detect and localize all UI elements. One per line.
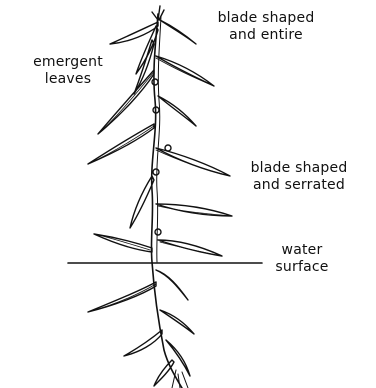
leaf	[160, 20, 196, 44]
leaf	[156, 56, 214, 86]
label-emergent-leaves: emergent leaves	[18, 54, 118, 88]
leaf	[88, 282, 156, 312]
node-bud	[152, 79, 158, 85]
leaf-tips	[152, 6, 164, 20]
label-line: blade shaped	[196, 10, 336, 27]
label-water-surface: water surface	[262, 242, 342, 276]
leaf	[154, 360, 174, 386]
leaf	[166, 340, 190, 376]
leaf	[124, 330, 162, 356]
label-line: surface	[262, 259, 342, 276]
leaf	[160, 310, 194, 334]
roots	[172, 370, 188, 388]
leaf-vein	[94, 234, 150, 250]
label-line: blade shaped	[234, 160, 364, 177]
stem-outline	[157, 16, 161, 262]
node-bud	[165, 145, 171, 151]
leaf	[158, 240, 222, 256]
node-bud	[153, 169, 159, 175]
stem	[151, 14, 182, 388]
label-line: and entire	[196, 27, 336, 44]
leaf	[130, 176, 154, 228]
leaf	[94, 234, 152, 252]
leaf	[156, 148, 230, 176]
leaf	[88, 124, 154, 164]
label-blade-serrated: blade shaped and serrated	[234, 160, 364, 194]
node-bud	[155, 229, 161, 235]
leaf	[156, 270, 188, 300]
label-line: emergent	[18, 54, 118, 71]
leaf	[110, 22, 158, 44]
label-blade-entire: blade shaped and entire	[196, 10, 336, 44]
label-line: leaves	[18, 71, 118, 88]
label-line: and serrated	[234, 177, 364, 194]
label-line: water	[262, 242, 342, 259]
leaf	[158, 96, 196, 126]
leaf	[156, 204, 232, 216]
